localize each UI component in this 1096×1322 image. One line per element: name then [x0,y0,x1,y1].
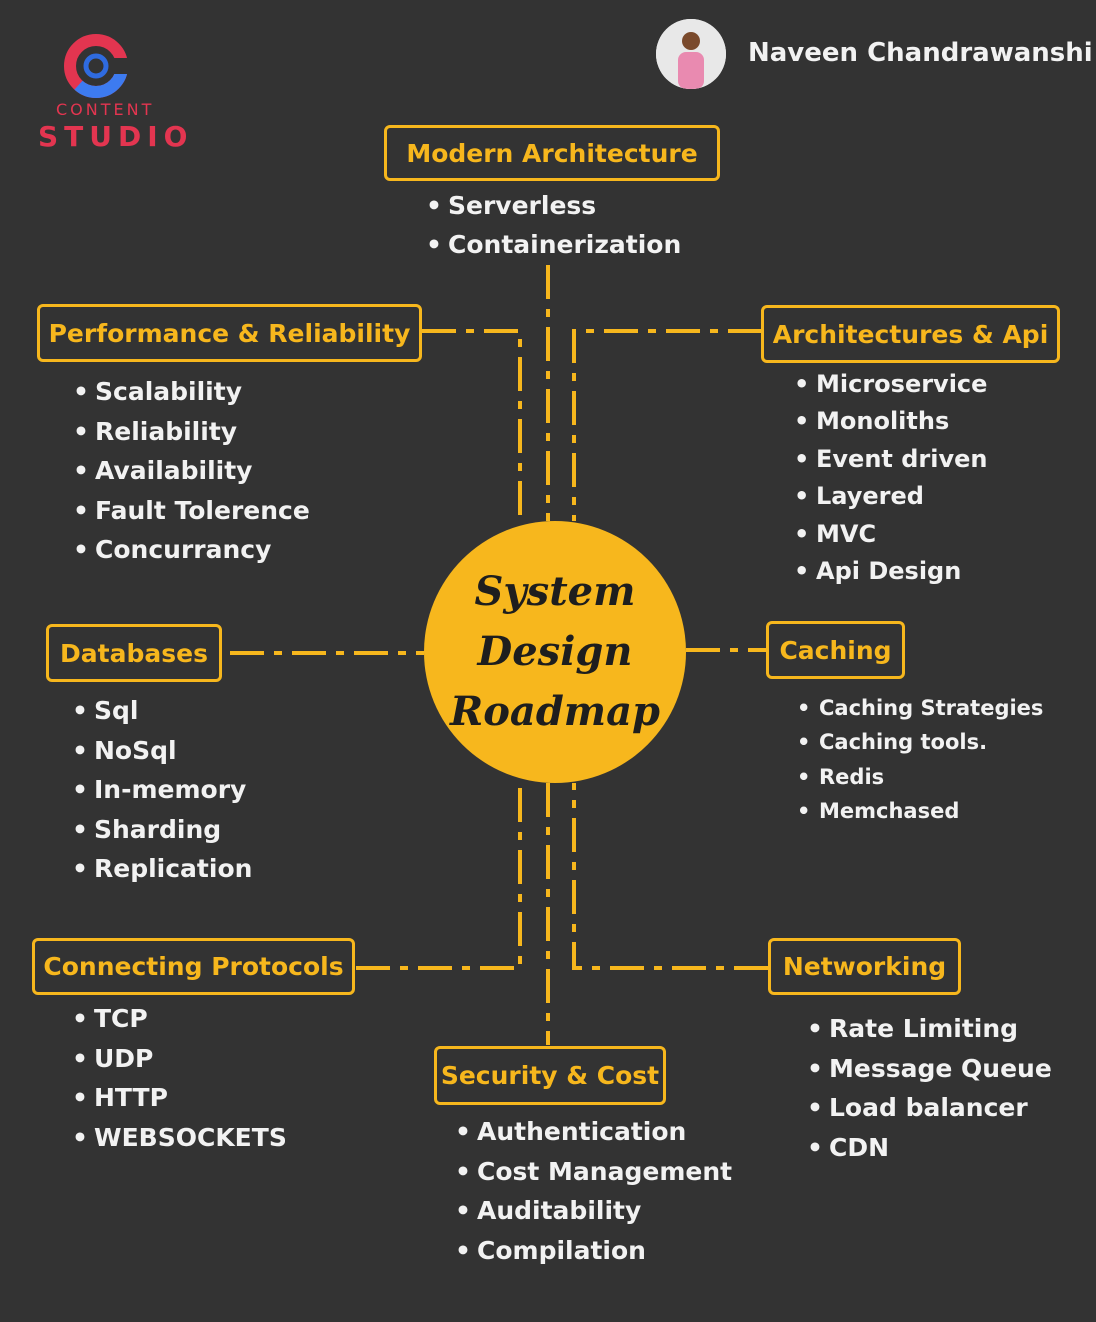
databases-list: Sql NoSql In-memory Sharding Replication [72,691,252,889]
networking-list: Rate Limiting Message Queue Load balance… [807,1009,1052,1167]
list-item: MVC [794,516,987,554]
list-item: Compilation [455,1231,732,1271]
logo-text-studio: STUDIO [38,120,194,153]
list-item: Sharding [72,810,252,850]
content-studio-logo [64,34,134,98]
list-item: TCP [72,999,287,1039]
list-item: Concurrancy [73,530,310,570]
list-item: Reliability [73,412,310,452]
node-architectures-api: Architectures & Api [761,305,1060,363]
security-cost-list: Authentication Cost Management Auditabil… [455,1112,732,1270]
node-caching: Caching [766,621,905,679]
connecting-protocols-list: TCP UDP HTTP WEBSOCKETS [72,999,287,1157]
list-item: Memchased [797,794,1043,829]
list-item: Serverless [426,186,681,225]
list-item: Layered [794,478,987,516]
list-item: Scalability [73,372,310,412]
node-modern-architecture: Modern Architecture [384,125,720,181]
node-databases: Databases [46,624,222,682]
list-item: Event driven [794,441,987,479]
list-item: Containerization [426,225,681,264]
center-title-line1: System [474,568,636,615]
center-title-line2: Design [477,628,633,675]
list-item: In-memory [72,770,252,810]
list-item: CDN [807,1128,1052,1168]
caching-list: Caching Strategies Caching tools. Redis … [797,691,1043,828]
center-title-line3: Roadmap [449,688,661,735]
list-item: Auditability [455,1191,732,1231]
list-item: Fault Tolerence [73,491,310,531]
list-item: Authentication [455,1112,732,1152]
logo-text-content: CONTENT [56,100,155,119]
modern-architecture-list: Serverless Containerization [426,186,681,264]
list-item: Rate Limiting [807,1009,1052,1049]
architectures-api-list: Microservice Monoliths Event driven Laye… [794,366,987,591]
node-connecting-protocols: Connecting Protocols [32,938,355,995]
list-item: Replication [72,849,252,889]
person-icon [656,19,726,89]
author-name: Naveen Chandrawanshi [748,38,1093,68]
list-item: Caching tools. [797,725,1043,760]
list-item: Caching Strategies [797,691,1043,726]
list-item: Monoliths [794,403,987,441]
list-item: Redis [797,760,1043,795]
list-item: WEBSOCKETS [72,1118,287,1158]
list-item: HTTP [72,1078,287,1118]
node-networking: Networking [768,938,961,995]
list-item: Cost Management [455,1152,732,1192]
node-security-cost: Security & Cost [434,1046,666,1105]
center-title: System Design Roadmap [424,521,686,783]
list-item: Availability [73,451,310,491]
list-item: Load balancer [807,1088,1052,1128]
list-item: Sql [72,691,252,731]
list-item: Microservice [794,366,987,404]
node-performance-reliability: Performance & Reliability [37,304,422,362]
list-item: Message Queue [807,1049,1052,1089]
list-item: UDP [72,1039,287,1079]
list-item: NoSql [72,731,252,771]
author-avatar [656,19,726,89]
list-item: Api Design [794,553,987,591]
performance-list: Scalability Reliability Availability Fau… [73,372,310,570]
